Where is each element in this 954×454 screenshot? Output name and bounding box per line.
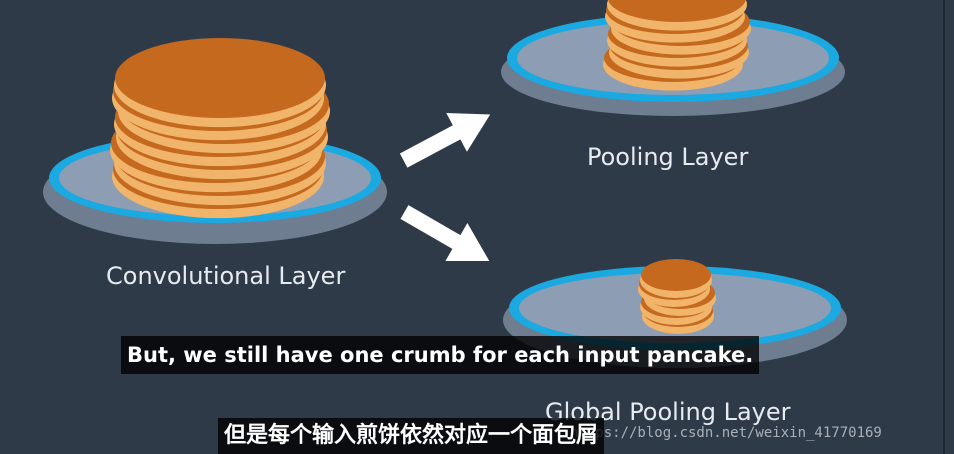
subtitle-english: But, we still have one crumb for each in… <box>121 336 760 374</box>
frame-edge <box>943 0 945 454</box>
global-pancake-stack <box>638 259 716 334</box>
pool-pancake-stack <box>603 0 751 91</box>
pool-pancake <box>608 0 746 22</box>
subtitle-chinese: 但是每个输入煎饼依然对应一个面包屑 <box>218 418 605 454</box>
global-pancake <box>641 259 711 291</box>
conv-pancake-stack <box>110 38 330 219</box>
conv-layer-label: Convolutional Layer <box>106 262 346 290</box>
pool-layer-label: Pooling Layer <box>587 143 749 171</box>
arrow-to-pool <box>399 112 491 168</box>
watermark-url: https://blog.csdn.net/weixin_41770169 <box>570 425 882 441</box>
conv-pancake <box>115 38 325 118</box>
arrow-to-global <box>400 205 490 262</box>
